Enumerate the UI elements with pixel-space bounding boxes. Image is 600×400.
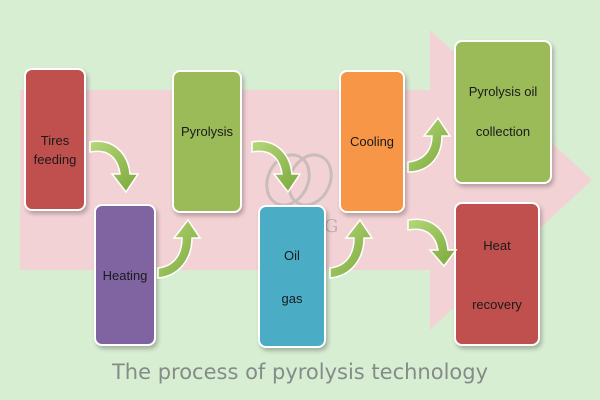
pyrolysis-oil-collection-box: Pyrolysis oil collection (454, 40, 552, 184)
gas-label: gas (281, 291, 303, 306)
cooling-box: Cooling (339, 70, 405, 213)
oil-gas-box: Oil gas (258, 205, 326, 348)
heat-recovery-box: Heat recovery (454, 202, 540, 346)
oil-label: Oil (284, 248, 300, 263)
curved-arrow-down-icon (89, 140, 140, 194)
curved-arrow-down-icon (251, 140, 302, 194)
diagram-caption: The process of pyrolysis technology (111, 360, 489, 384)
collection-label: collection (475, 124, 531, 139)
pyrolysis-oil-label: Pyrolysis oil (468, 84, 538, 99)
recovery-label: recovery (472, 297, 522, 312)
heating-box: Heating (94, 204, 156, 346)
feeding-label: feeding (33, 152, 77, 167)
pyrolysis-box: Pyrolysis (172, 70, 242, 213)
heat-label: Heat (483, 238, 511, 253)
curved-arrow-up-icon (329, 218, 374, 279)
tires-label: Tires (40, 133, 70, 148)
curved-arrow-down-icon (407, 218, 458, 268)
curved-arrow-up-icon (407, 116, 452, 173)
curved-arrow-up-icon (157, 218, 202, 279)
tires-feeding-box: Tires feeding (24, 68, 86, 211)
pyrolysis-label: Pyrolysis (180, 124, 233, 139)
heating-label: Heating (102, 268, 148, 283)
cooling-label: Cooling (349, 134, 395, 149)
